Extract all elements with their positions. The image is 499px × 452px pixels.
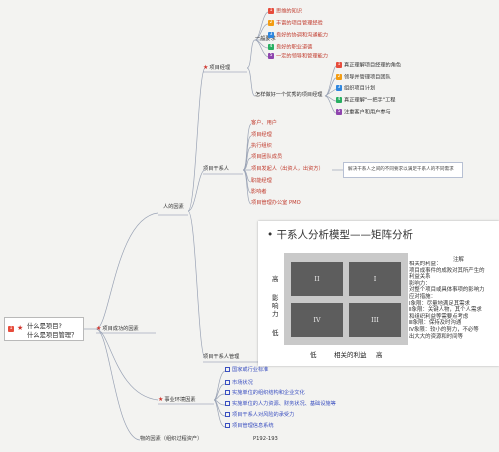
root-title-line2: 什么是项目管理？ — [27, 332, 78, 339]
number-badge: 2 — [336, 74, 342, 80]
node-material-factors[interactable]: 物的因素（组织过程资产） — [140, 436, 203, 442]
node-stakeholder-mgmt[interactable]: 项目干系人管理 — [203, 354, 240, 360]
env-item[interactable]: 市场状况 — [225, 380, 253, 387]
checkbox-icon — [225, 412, 230, 417]
x-axis-low: 低 — [310, 351, 317, 359]
y-axis-label-char: 影 — [272, 294, 279, 302]
stakeholder-item[interactable]: 客户、用户 — [251, 120, 277, 126]
node-human-factors[interactable]: 人的因素 — [163, 204, 184, 210]
star-icon: ★ — [158, 396, 164, 403]
checkbox-icon — [225, 423, 230, 428]
env-item[interactable]: 项目管理信息系统 — [225, 423, 274, 430]
number-badge: 4 — [336, 97, 342, 103]
quadrant-iii: III — [349, 303, 401, 337]
env-item[interactable]: 实施单位的人力资源、财务状况、基础设施等 — [225, 401, 336, 408]
y-axis-label-char: 力 — [272, 310, 279, 318]
slide-title: • 干系人分析模型——矩阵分析 — [267, 229, 414, 241]
root-number-badge: 1 — [8, 326, 14, 332]
checkbox-icon — [225, 367, 230, 372]
node-general-requirements[interactable]: 一般要求 — [255, 36, 276, 42]
page-reference: P192-193 — [253, 436, 278, 442]
stakeholder-item[interactable]: 项目发起人（出资人，出资方） — [251, 166, 324, 172]
notes-heading: 注解 — [453, 257, 464, 263]
quadrant-i: I — [349, 262, 401, 296]
checkbox-icon — [225, 390, 230, 395]
y-axis-low: 低 — [272, 329, 279, 337]
note-line: 应对措施： — [409, 293, 436, 300]
stakeholder-item[interactable]: 项目团队成员 — [251, 154, 283, 160]
env-item[interactable]: 国家或行业标准 — [225, 367, 268, 374]
number-badge: 2 — [268, 20, 274, 26]
stakeholder-item[interactable]: 影响者 — [251, 189, 267, 195]
node-environment[interactable]: ★事业环境因素 — [158, 396, 196, 403]
y-axis-high: 高 — [272, 275, 279, 283]
stakeholder-item[interactable]: 项目经理 — [251, 132, 272, 138]
checkbox-icon — [225, 380, 230, 385]
star-icon: ★ — [203, 64, 209, 71]
node-success-factors[interactable]: ★项目成功的因素 — [96, 325, 139, 332]
matrix-notes: 相关的利益： 项目成事件的成败对其所产生的 利益关系 影响力： 对整个项目或具体… — [409, 261, 495, 340]
stakeholder-note[interactable]: 解决干系人之间的不同要求以满足干系人的不同需求 — [343, 162, 463, 178]
quadrant-ii: II — [291, 262, 343, 296]
note-line: Ⅰ象限：尽量地满足其需求 — [409, 300, 470, 307]
node-project-manager[interactable]: ★项目经理 — [203, 64, 231, 71]
star-icon: ★ — [17, 324, 24, 332]
stakeholder-item[interactable]: 职能经理 — [251, 178, 272, 184]
env-item[interactable]: 实施单位的组织结构和企业文化 — [225, 390, 305, 397]
x-axis-high: 高 — [376, 351, 383, 359]
number-badge: 3 — [336, 85, 342, 91]
note-line: Ⅲ象限：保持及时沟通 — [409, 320, 462, 327]
number-badge: 5 — [336, 109, 342, 115]
quadrant-iv: IV — [291, 303, 343, 337]
note-line: 和组织利益等需要点考虑 — [409, 313, 469, 320]
node-stakeholders[interactable]: 项目干系人 — [203, 166, 229, 172]
number-badge: 4 — [268, 44, 274, 50]
root-title-line1: 什么是项目? — [27, 323, 62, 330]
note-line: 出大大的资源和时间等 — [409, 333, 463, 340]
note-line: Ⅱ象限：关键人物，其个人需求 — [409, 307, 482, 314]
node-excellent-pm[interactable]: 怎样做好一个优秀的项目经理 — [255, 92, 323, 98]
note-line: 利益关系 — [409, 274, 431, 281]
y-axis-label-char: 响 — [272, 302, 279, 310]
note-line: 相关的利益： — [409, 261, 442, 267]
matrix-analysis-slide: • 干系人分析模型——矩阵分析 高 影 响 力 低 II I IV III 低 … — [258, 221, 499, 366]
note-line: Ⅳ象限：较小的努力，不必等 — [409, 326, 479, 333]
note-line: 对整个项目或具体事项的影响力 — [409, 287, 485, 294]
stakeholder-matrix: II I IV III — [284, 253, 408, 345]
root-node[interactable]: 1 ★ 什么是项目? 什么是项目管理？ — [4, 317, 84, 341]
stakeholder-item[interactable]: 项目管理办公室 PMO — [251, 200, 301, 206]
x-axis-label: 相关的利益 — [334, 351, 367, 359]
env-item[interactable]: 项目干系人对风险的承受力 — [225, 412, 294, 419]
note-line: 影响力： — [409, 280, 431, 287]
note-line: 项目成事件的成败对其所产生的 — [409, 267, 485, 274]
stakeholder-item[interactable]: 执行组织 — [251, 143, 272, 149]
number-badge: 3 — [268, 32, 274, 38]
number-badge: 1 — [268, 8, 274, 14]
number-badge: 1 — [336, 62, 342, 68]
number-badge: 5 — [268, 53, 274, 59]
star-icon: ★ — [96, 325, 102, 332]
checkbox-icon — [225, 401, 230, 406]
